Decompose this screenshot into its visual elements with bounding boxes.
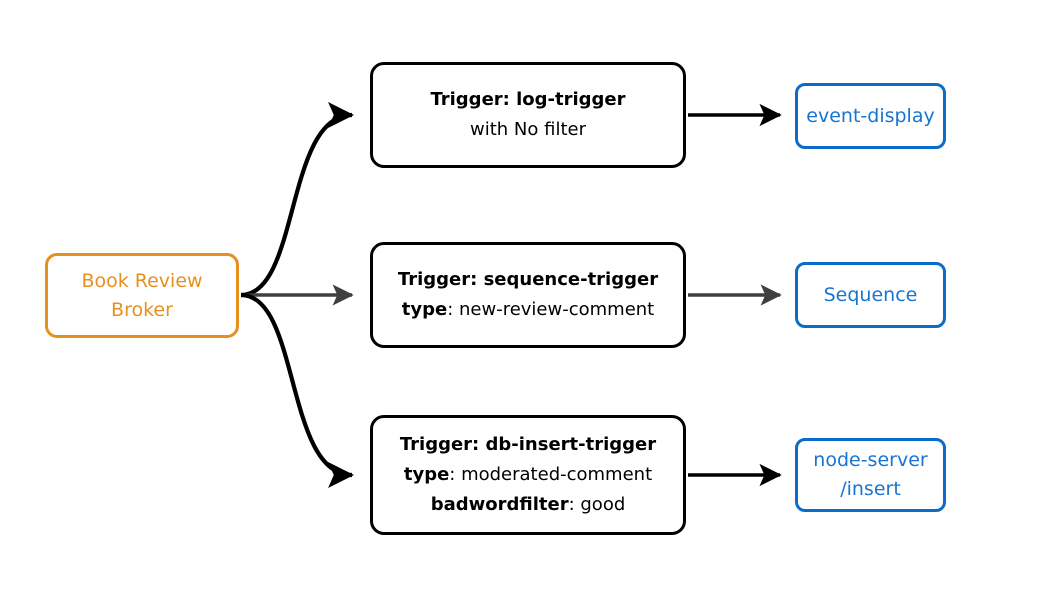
trigger-2-line-2: type: new-review-comment (402, 295, 654, 325)
trigger-1-line-2: with No filter (470, 115, 586, 145)
edge-broker-to-log-trigger (240, 102, 355, 298)
node-sequence[interactable]: Sequence (795, 262, 946, 328)
trigger-3-line-3-bold: badwordfilter (430, 494, 569, 515)
trigger-3-line-2: type: moderated-comment (404, 460, 652, 490)
target-3-line-1: node-server (813, 449, 928, 471)
trigger-1-line-1-bold: Trigger: log-trigger (430, 89, 626, 110)
node-node-server-insert[interactable]: node-server /insert (795, 438, 946, 512)
target-2-line-1: Sequence (823, 283, 918, 306)
trigger-3-line-1: Trigger: db-insert-trigger (400, 430, 656, 460)
trigger-2-line-1: Trigger: sequence-trigger (398, 265, 658, 295)
trigger-3-line-2-rest: : moderated-comment (449, 464, 653, 485)
trigger-3-line-2-bold: type (403, 464, 450, 485)
trigger-2-line-2-bold: type (401, 299, 448, 320)
target-3-line-2: /insert (840, 478, 901, 500)
node-trigger-log-trigger[interactable]: Trigger: log-trigger with No filter (370, 62, 686, 168)
trigger-3-line-3-rest: : good (568, 494, 626, 515)
node-source-line-1: Book Review (81, 269, 203, 292)
node-trigger-db-insert-trigger[interactable]: Trigger: db-insert-trigger type: moderat… (370, 415, 686, 535)
node-trigger-sequence-trigger[interactable]: Trigger: sequence-trigger type: new-revi… (370, 242, 686, 348)
node-event-display[interactable]: event-display (795, 83, 946, 149)
trigger-1-line-2-rest: with No filter (470, 119, 586, 140)
node-source-line-2: Broker (111, 298, 173, 321)
trigger-2-line-2-rest: : new-review-comment (447, 299, 655, 320)
trigger-3-line-1-bold: Trigger: db-insert-trigger (399, 434, 657, 455)
trigger-2-line-1-bold: Trigger: sequence-trigger (397, 269, 659, 290)
trigger-3-line-3: badwordfilter: good (431, 490, 626, 520)
node-book-review-broker[interactable]: Book Review Broker (45, 253, 239, 338)
target-1-line-1: event-display (806, 104, 935, 127)
trigger-1-line-1: Trigger: log-trigger (430, 85, 625, 115)
edge-broker-to-db-insert-trigger (240, 292, 355, 488)
